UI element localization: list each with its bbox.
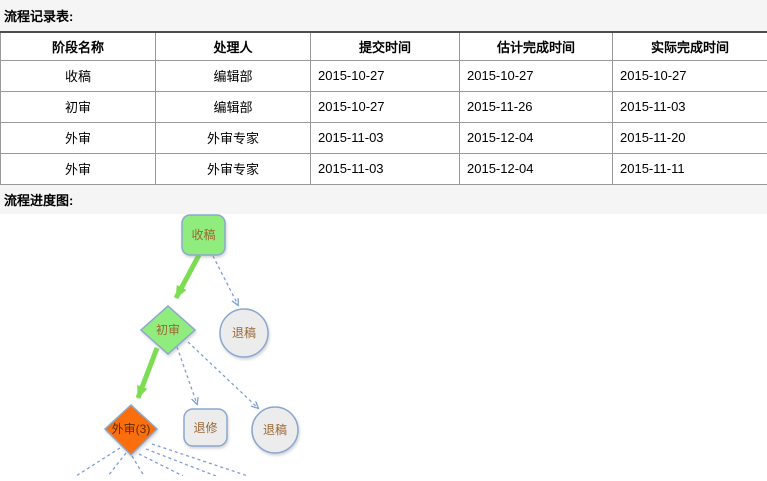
edge-waishen-fan-3	[132, 456, 144, 476]
table-cell: 2015-11-03	[311, 153, 460, 184]
edge-chushen-to-waishen	[138, 348, 157, 398]
table-cell: 2015-11-26	[460, 91, 613, 122]
table-cell: 2015-11-11	[613, 153, 767, 184]
edge-shougao-to-tuigao-1	[213, 256, 238, 305]
table-cell: 编辑部	[156, 91, 311, 122]
col-header-handler: 处理人	[156, 32, 311, 60]
node-tuixiu: 退修	[184, 409, 227, 446]
node-chushen-label: 初审	[156, 322, 180, 337]
edge-waishen-fan-6	[152, 444, 248, 476]
table-cell: 2015-10-27	[460, 60, 613, 91]
table-cell: 2015-10-27	[613, 60, 767, 91]
table-cell: 收稿	[1, 60, 156, 91]
table-head: 阶段名称 处理人 提交时间 估计完成时间 实际完成时间	[1, 32, 767, 60]
diagram-header-band: 流程进度图:	[0, 185, 767, 214]
table-cell: 2015-11-20	[613, 122, 767, 153]
col-header-stage: 阶段名称	[1, 32, 156, 60]
table-cell: 2015-11-03	[613, 91, 767, 122]
table-cell: 外审专家	[156, 153, 311, 184]
table-cell: 初审	[1, 91, 156, 122]
table-cell: 外审	[1, 153, 156, 184]
process-diagram: 收稿 初审 退稿 外审(3) 退修 退稿	[0, 214, 767, 476]
table-cell: 2015-12-04	[460, 153, 613, 184]
table-cell: 2015-11-03	[311, 122, 460, 153]
node-shougao-label: 收稿	[191, 227, 215, 242]
node-waishen-label: 外审(3)	[112, 421, 151, 436]
node-tuigao-2-label: 退稿	[263, 422, 287, 437]
table-cell: 2015-12-04	[460, 122, 613, 153]
node-waishen: 外审(3)	[105, 405, 157, 455]
edge-waishen-fan-4	[139, 454, 183, 476]
edge-chushen-to-tuixiu	[177, 347, 197, 404]
record-table-title: 流程记录表:	[4, 6, 73, 25]
header-row: 阶段名称 处理人 提交时间 估计完成时间 实际完成时间	[1, 32, 767, 60]
record-table-header-band: 流程记录表:	[0, 0, 767, 31]
col-header-actual-time: 实际完成时间	[613, 32, 767, 60]
table-cell: 外审	[1, 122, 156, 153]
table-cell: 2015-10-27	[311, 60, 460, 91]
col-header-estimated-time: 估计完成时间	[460, 32, 613, 60]
table-cell: 编辑部	[156, 60, 311, 91]
diagram-title: 流程进度图:	[4, 190, 73, 209]
node-tuigao-2: 退稿	[252, 407, 298, 453]
table-cell: 外审专家	[156, 122, 311, 153]
col-header-submit-time: 提交时间	[311, 32, 460, 60]
table-cell: 2015-10-27	[311, 91, 460, 122]
edge-waishen-fan-1	[76, 448, 120, 476]
process-diagram-canvas: 收稿 初审 退稿 外审(3) 退修 退稿	[0, 214, 767, 476]
edge-waishen-fan-2	[108, 453, 126, 476]
edge-shougao-to-chushen	[176, 255, 199, 298]
node-tuixiu-label: 退修	[193, 420, 217, 435]
node-tuigao-1: 退稿	[220, 309, 268, 357]
node-tuigao-1-label: 退稿	[232, 325, 256, 340]
node-chushen: 初审	[141, 306, 195, 354]
node-shougao: 收稿	[182, 215, 225, 255]
